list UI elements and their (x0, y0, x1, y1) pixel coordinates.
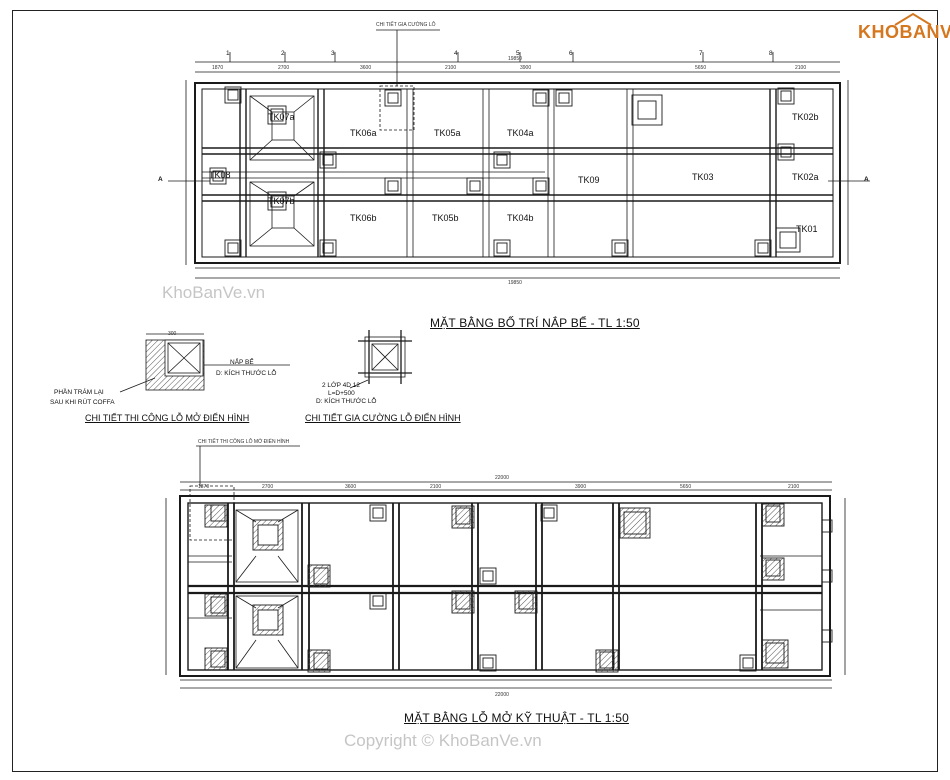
room-label: TK05a (434, 128, 461, 138)
detail1-label-patch1: PHẦN TRÁM LẠI (54, 389, 104, 396)
plan2-dim: 3600 (345, 484, 357, 490)
detail1-label-patch2: SAU KHI RÚT COFFA (50, 399, 115, 406)
detail1-dim: 300 (168, 331, 177, 337)
plan2-callout-label: CHI TIẾT THI CÔNG LỖ MỞ ĐIỂN HÌNH (198, 439, 290, 445)
room-label: TK07a (268, 112, 295, 122)
grid-label-2: 2 (281, 50, 285, 57)
room-label: TK06b (350, 213, 377, 223)
grid-label-7: 7 (699, 50, 703, 57)
plan2-dim-overall: 22000 (495, 475, 509, 481)
grid-label-4: 4 (454, 50, 458, 57)
room-label: TK01 (796, 224, 818, 234)
plan2-dim: 3900 (575, 484, 587, 490)
plan2-dim-overall-bottom: 22000 (495, 692, 509, 698)
room-label: TK04b (507, 213, 534, 223)
detail2-label-length: L=D+500 (328, 390, 355, 397)
plan2-dim: 2700 (262, 484, 274, 490)
room-label: TK06a (350, 128, 377, 138)
section-mark-right: A (864, 176, 869, 183)
watermark-site: KhoBanVe.vn (162, 283, 266, 302)
plan1-dim: 2100 (795, 65, 807, 71)
plan1-dim: 3900 (520, 65, 532, 71)
plan1-dim-overall: 19850 (508, 56, 522, 62)
plan2-dim: 1870 (198, 484, 210, 490)
watermark-copyright: Copyright © KhoBanVe.vn (344, 731, 542, 750)
plan1-dim: 2100 (445, 65, 457, 71)
detail1-label-lid: NẮP BỂ (230, 359, 254, 366)
section-mark-left: A (158, 176, 163, 183)
room-label: TK05b (432, 213, 459, 223)
room-label: TK09 (578, 175, 600, 185)
plan1-title: MẶT BẰNG BỐ TRÍ NẮP BỂ - TL 1:50 (430, 316, 640, 330)
plan1-dim: 2700 (278, 65, 290, 71)
detail1-geometry (119, 333, 290, 393)
site-logo: KHOBANVE (858, 22, 950, 42)
grid-label-8: 8 (769, 50, 773, 57)
room-label: TK07b (268, 196, 295, 206)
detail1-title: CHI TIẾT THI CÔNG LỖ MỞ ĐIỂN HÌNH (85, 413, 250, 423)
plan1-dim: 1870 (212, 65, 224, 71)
sheet-frame (12, 10, 938, 772)
grid-label-5: 5 (516, 50, 520, 57)
plan2-dim: 2100 (788, 484, 800, 490)
plan1-dim: 5650 (695, 65, 707, 71)
room-label: TK08 (209, 170, 231, 180)
detail1-label-size: D: KÍCH THƯỚC LỖ (216, 370, 277, 377)
logo-roof-icon (894, 12, 932, 26)
grid-label-6: 6 (569, 50, 573, 57)
grid-label-3: 3 (331, 50, 335, 57)
detail2-label-size: D: KÍCH THƯỚC LỖ (316, 398, 377, 405)
room-label: TK04a (507, 128, 534, 138)
plan1-geometry (168, 29, 870, 279)
detail2-title: CHI TIẾT GIA CƯỜNG LỖ ĐIỂN HÌNH (305, 413, 461, 423)
detail2-geometry (349, 330, 412, 389)
room-label: TK02b (792, 112, 819, 122)
plan2-dim: 5650 (680, 484, 692, 490)
plan1-dim: 3600 (360, 65, 372, 71)
plan2-geometry (165, 445, 846, 689)
room-label: TK03 (692, 172, 714, 182)
plan1-dim-overall-bottom: 19850 (508, 280, 522, 286)
plan2-title: MẶT BẰNG LỖ MỞ KỸ THUẬT - TL 1:50 (404, 711, 629, 725)
plan1-callout-label: CHI TIẾT GIA CƯỜNG LỖ (376, 22, 436, 28)
plan2-dim: 2100 (430, 484, 442, 490)
room-label: TK02a (792, 172, 819, 182)
detail2-label-rebar: 2 LỚP 4D 12 (322, 382, 360, 389)
grid-label-1: 1 (226, 50, 230, 57)
